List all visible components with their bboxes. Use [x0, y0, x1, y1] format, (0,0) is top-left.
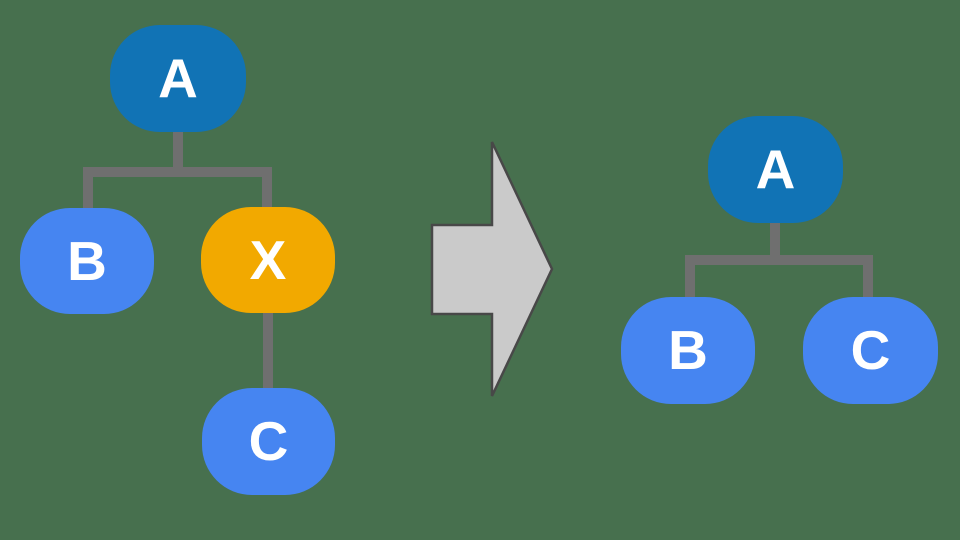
transform-arrow-icon [430, 140, 554, 398]
node-c-before: C [202, 388, 335, 495]
connector-before-drop-to-b [83, 167, 93, 212]
connector-before-root-stem [173, 130, 183, 177]
connector-before-horizontal-bar [83, 167, 272, 177]
connector-after-drop-to-b [685, 255, 695, 301]
connector-after-horizontal-bar [685, 255, 873, 265]
node-a-before: A [110, 25, 246, 132]
connector-after-drop-to-c [863, 255, 873, 301]
connector-before-x-to-c [263, 310, 273, 392]
node-b-before: B [20, 208, 154, 314]
node-c-after: C [803, 297, 938, 404]
node-b-after: B [621, 297, 755, 404]
connector-after-root-stem [770, 221, 780, 265]
node-x-before: X [201, 207, 335, 313]
node-a-after: A [708, 116, 843, 223]
connector-before-drop-to-x [262, 167, 272, 212]
